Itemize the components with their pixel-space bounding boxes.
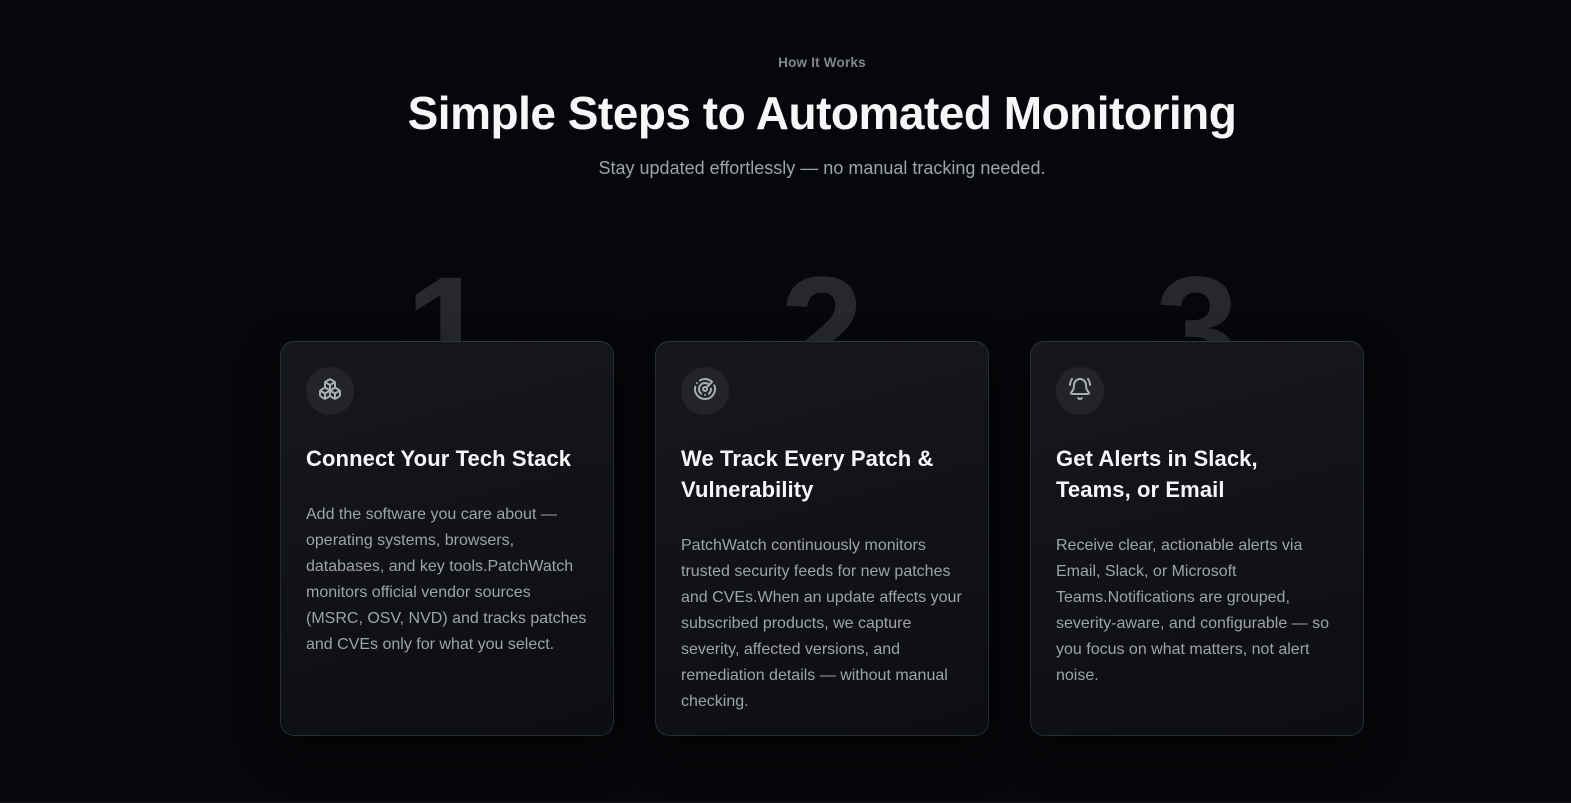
step-icon-circle (306, 367, 354, 415)
radar-icon (693, 377, 717, 406)
step-description: Add the software you care about — operat… (306, 506, 587, 653)
step-description: Receive clear, actionable alerts via Ema… (1056, 537, 1330, 684)
section-bottom-divider (0, 801, 1571, 803)
step-icon-circle (1056, 367, 1104, 415)
step-card-track: We Track Every Patch & Vulnerability Pat… (655, 341, 989, 736)
step-cards-row: Connect Your Tech Stack Add the software… (280, 341, 1364, 736)
step-title: We Track Every Patch & Vulnerability (681, 446, 934, 502)
step-description: PatchWatch continuously monitors trusted… (681, 537, 962, 710)
step-title: Get Alerts in Slack, Teams, or Email (1056, 446, 1258, 502)
step-icon-circle (681, 367, 729, 415)
section-container: How It Works Simple Steps to Automated M… (280, 0, 1364, 803)
step-card-connect: Connect Your Tech Stack Add the software… (280, 341, 614, 736)
step-card-alerts: Get Alerts in Slack, Teams, or Email Rec… (1030, 341, 1364, 736)
step-numbers-row: 1 2 3 (280, 254, 1364, 404)
bell-ring-icon (1068, 377, 1092, 406)
section-title: Simple Steps to Automated Monitoring (407, 87, 1237, 139)
section-eyebrow: How It Works (778, 55, 866, 70)
boxes-icon (318, 377, 342, 406)
section-subtitle: Stay updated effortlessly — no manual tr… (598, 158, 1046, 178)
step-title: Connect Your Tech Stack (306, 446, 572, 471)
